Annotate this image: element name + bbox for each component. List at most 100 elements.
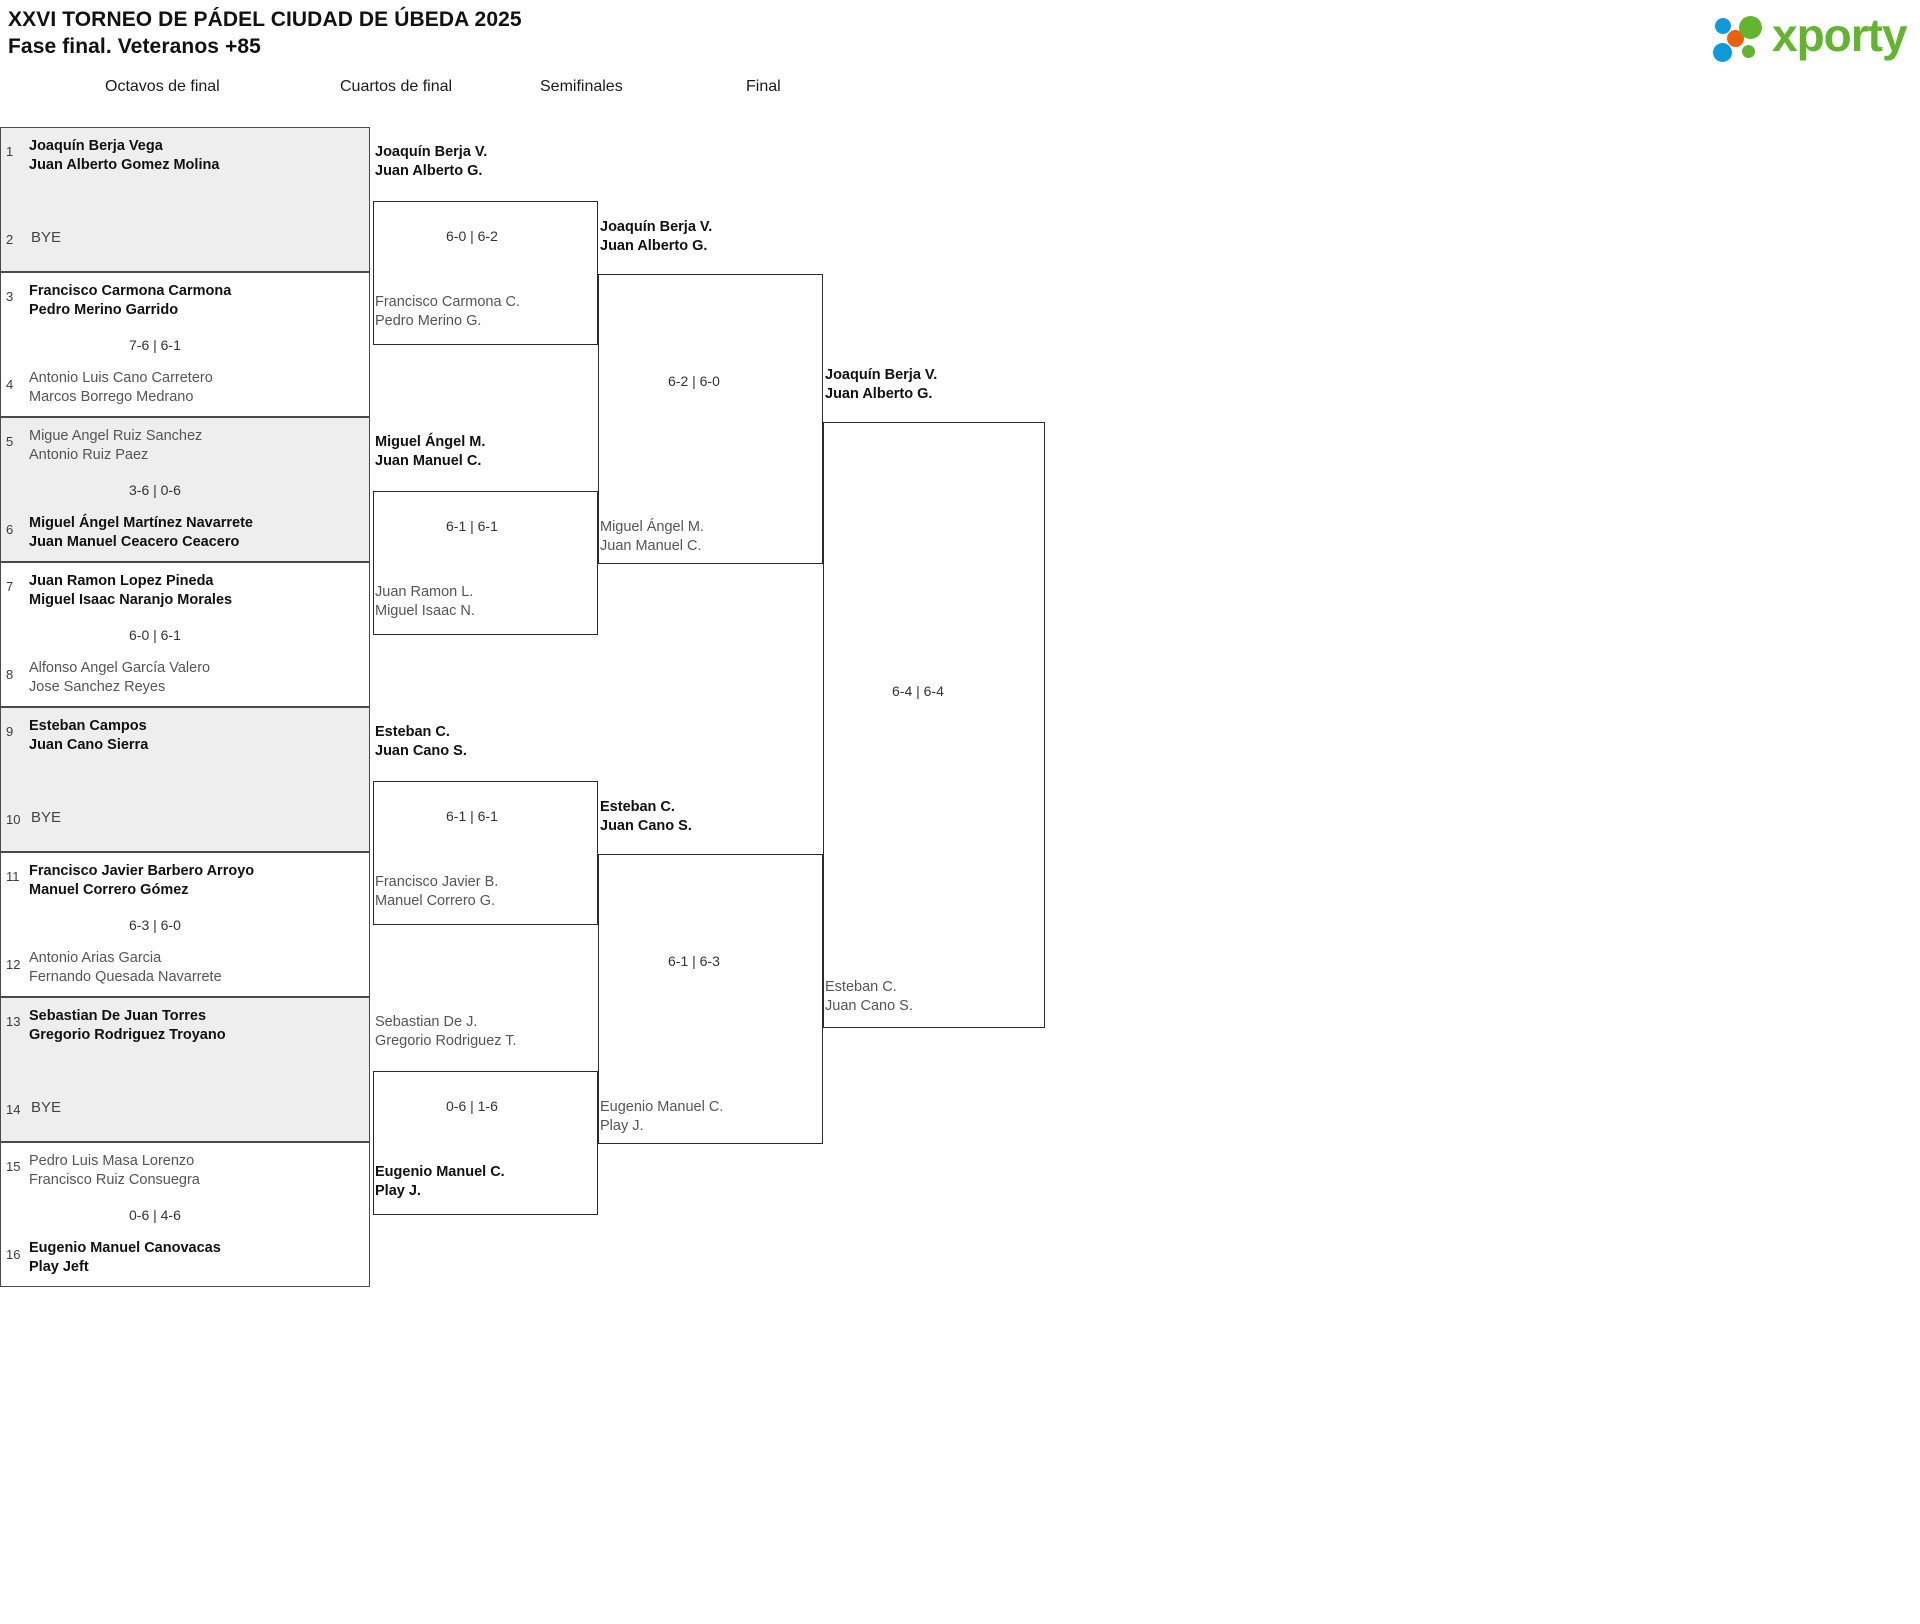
seed-number: 8 (6, 667, 14, 682)
seed-number: 1 (6, 144, 14, 159)
qf1-connector (373, 201, 598, 345)
logo-dot-blue-top (1715, 18, 1731, 34)
team-name-line2: Marcos Borrego Medrano (29, 389, 194, 405)
round-header-final: Final (746, 78, 781, 95)
team-name-line1: Antonio Arias Garcia (29, 950, 162, 966)
r1-pair-5[interactable]: 9 Esteban Campos Juan Cano Sierra 10 BYE (0, 707, 370, 852)
seed-number: 14 (6, 1102, 21, 1117)
qf4-top-line1: Sebastian De J. (375, 1014, 478, 1030)
r1-pair-3[interactable]: 5 Migue Angel Ruiz Sanchez Antonio Ruiz … (0, 417, 370, 562)
qf3-bottom-line2: Manuel Correro G. (375, 893, 496, 909)
team-name-line2: Fernando Quesada Navarrete (29, 969, 222, 985)
qf3-connector (373, 781, 598, 925)
qf4-bottom-line1: Eugenio Manuel C. (375, 1164, 505, 1180)
team-name-line1: Francisco Carmona Carmona (29, 283, 232, 299)
team-name-line1: Juan Ramon Lopez Pineda (29, 573, 214, 589)
round-header-semifinales: Semifinales (540, 78, 623, 95)
sf1-top-line2: Juan Alberto G. (600, 238, 708, 254)
final-top-line2: Juan Alberto G. (825, 386, 933, 402)
qf2-connector (373, 491, 598, 635)
sf2-bottom-line1: Eugenio Manuel C. (600, 1099, 724, 1115)
match-score: 7-6 | 6-1 (129, 337, 181, 353)
qf1-score: 6-0 | 6-2 (446, 228, 498, 244)
team-name-line1: Miguel Ángel Martínez Navarrete (29, 515, 253, 531)
qf4-connector (373, 1071, 598, 1215)
match-score: 6-3 | 6-0 (129, 917, 181, 933)
seed-number: 9 (6, 724, 14, 739)
team-name-line1: Francisco Javier Barbero Arroyo (29, 863, 255, 879)
seed-number: 12 (6, 957, 21, 972)
r1-pair-1[interactable]: 1 Joaquín Berja Vega Juan Alberto Gomez … (0, 127, 370, 272)
logo-dot-blue-bottom (1713, 43, 1732, 62)
team-name-line1: Eugenio Manuel Canovacas (29, 1240, 221, 1256)
round-header-octavos: Octavos de final (105, 78, 220, 95)
sf2-top-line1: Esteban C. (600, 799, 675, 815)
bye-label: BYE (31, 229, 62, 246)
sf2-connector (598, 854, 823, 1144)
r1-pair-2[interactable]: 3 Francisco Carmona Carmona Pedro Merino… (0, 272, 370, 417)
final-bottom-line2: Juan Cano S. (825, 998, 913, 1014)
team-name-line1: Pedro Luis Masa Lorenzo (29, 1153, 195, 1169)
seed-number: 15 (6, 1159, 21, 1174)
qf1-top-line1: Joaquín Berja V. (375, 144, 488, 160)
match-score: 0-6 | 4-6 (129, 1207, 181, 1223)
sf1-score: 6-2 | 6-0 (668, 373, 720, 389)
qf2-top-line1: Miguel Ángel M. (375, 434, 486, 450)
seed-number: 7 (6, 579, 14, 594)
qf2-bottom-line2: Miguel Isaac N. (375, 603, 475, 619)
seed-number: 16 (6, 1247, 21, 1262)
seed-number: 11 (6, 869, 20, 884)
sf1-connector (598, 274, 823, 564)
qf3-bottom-line1: Francisco Javier B. (375, 874, 499, 890)
team-name-line2: Play Jeft (29, 1259, 89, 1275)
r1-pair-4[interactable]: 7 Juan Ramon Lopez Pineda Miguel Isaac N… (0, 562, 370, 707)
logo-dot-green-small (1742, 45, 1755, 58)
qf1-bottom-line2: Pedro Merino G. (375, 313, 482, 329)
logo-dots-icon (1712, 14, 1772, 62)
sf2-score: 6-1 | 6-3 (668, 953, 720, 969)
qf3-score: 6-1 | 6-1 (446, 808, 498, 824)
title-block: XXVI TORNEO DE PÁDEL CIUDAD DE ÚBEDA 202… (8, 6, 522, 60)
bye-label: BYE (31, 1099, 62, 1116)
match-score: 3-6 | 0-6 (129, 482, 181, 498)
logo-dot-orange (1727, 30, 1744, 47)
team-name-line1: Sebastian De Juan Torres (29, 1008, 207, 1024)
team-name-line2: Gregorio Rodriguez Troyano (29, 1027, 226, 1043)
sf2-bottom-line2: Play J. (600, 1118, 644, 1134)
qf3-top-line1: Esteban C. (375, 724, 450, 740)
team-name-line2: Juan Manuel Ceacero Ceacero (29, 534, 240, 550)
qf4-top-line2: Gregorio Rodriguez T. (375, 1033, 517, 1049)
qf4-score: 0-6 | 1-6 (446, 1098, 498, 1114)
team-name-line2: Juan Alberto Gomez Molina (29, 157, 220, 173)
sf1-bottom-line1: Miguel Ángel M. (600, 519, 704, 535)
team-name-line1: Joaquín Berja Vega (29, 138, 163, 154)
r1-pair-7[interactable]: 13 Sebastian De Juan Torres Gregorio Rod… (0, 997, 370, 1142)
qf1-top-line2: Juan Alberto G. (375, 163, 483, 179)
qf3-top-line2: Juan Cano S. (375, 743, 467, 759)
seed-number: 6 (6, 522, 14, 537)
team-name-line2: Jose Sanchez Reyes (29, 679, 166, 695)
round-header-cuartos: Cuartos de final (340, 78, 453, 95)
seed-number: 13 (6, 1014, 21, 1029)
team-name-line2: Pedro Merino Garrido (29, 302, 179, 318)
qf2-score: 6-1 | 6-1 (446, 518, 498, 534)
team-name-line2: Manuel Correro Gómez (29, 882, 189, 898)
team-name-line2: Miguel Isaac Naranjo Morales (29, 592, 233, 608)
team-name-line1: Esteban Campos (29, 718, 147, 734)
phase-title: Fase final. Veteranos +85 (8, 35, 261, 58)
team-name-line1: Migue Angel Ruiz Sanchez (29, 428, 203, 444)
r1-pair-6[interactable]: 11 Francisco Javier Barbero Arroyo Manue… (0, 852, 370, 997)
logo-wordmark: xporty (1772, 9, 1908, 61)
seed-number: 10 (6, 812, 21, 827)
team-name-line1: Alfonso Angel García Valero (29, 660, 211, 676)
qf2-bottom-line1: Juan Ramon L. (375, 584, 474, 600)
final-bottom-line1: Esteban C. (825, 979, 897, 995)
sf2-top-line2: Juan Cano S. (600, 818, 692, 834)
tournament-title: XXVI TORNEO DE PÁDEL CIUDAD DE ÚBEDA 202… (8, 8, 522, 31)
team-name-line2: Juan Cano Sierra (29, 737, 149, 753)
r1-pair-8[interactable]: 15 Pedro Luis Masa Lorenzo Francisco Rui… (0, 1142, 370, 1287)
qf4-bottom-line2: Play J. (375, 1183, 421, 1199)
xporty-logo: xporty (1712, 8, 1912, 64)
seed-number: 5 (6, 434, 14, 449)
